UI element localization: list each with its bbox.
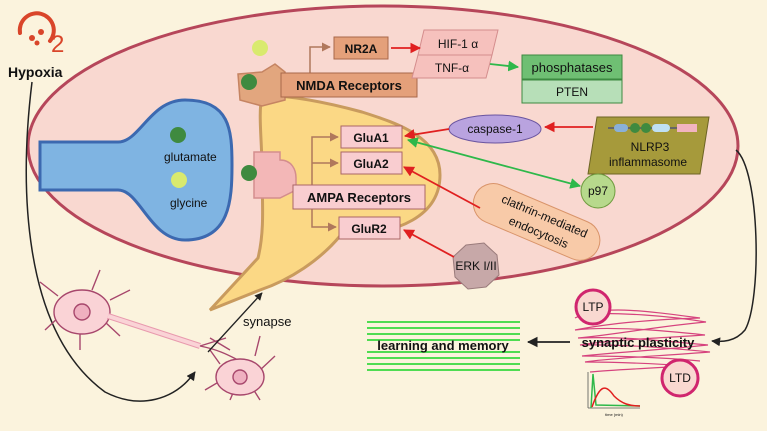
ltd-circle: [660, 358, 700, 398]
learning-label: learning and memory: [377, 338, 509, 353]
nmda-label: NMDA Receptors: [296, 78, 402, 93]
hypoxia-icon: 2: [17, 11, 64, 58]
ltp-label: LTP: [582, 300, 603, 314]
synapse-pointer: [207, 292, 263, 353]
glutamate-dot: [170, 127, 186, 143]
erk-octagon: [452, 242, 500, 290]
neuron-illustration: [39, 269, 276, 401]
hif-label: HIF-1 α: [438, 37, 478, 51]
glua2-label: GluA2: [353, 157, 389, 171]
caspase-label: caspase-1: [467, 122, 523, 136]
hypoxia-connector: [25, 81, 196, 402]
clathrin-shape: [472, 183, 601, 261]
nmda-connectors: [309, 42, 331, 73]
tnf-box: [411, 54, 493, 79]
glycine-site-dot: [252, 40, 268, 56]
ltd-label: LTD: [669, 371, 691, 385]
erk-label: ERK I/II: [455, 259, 496, 273]
pten-label: PTEN: [556, 85, 588, 99]
synapse-label: synapse: [243, 314, 291, 329]
plasticity-connector: [711, 149, 757, 347]
green-arrows: [406, 60, 582, 189]
tnf-label: TNF-α: [435, 61, 469, 75]
ampa-glutamate-dot: [241, 165, 257, 181]
p97-circle: [580, 173, 616, 209]
ltp-circle: [574, 288, 612, 326]
phosphatases-label: phosphatases: [532, 60, 613, 75]
glur2-label: GluR2: [351, 222, 387, 236]
glua2-box: [340, 151, 403, 175]
plasticity-label: synaptic plasticity: [582, 335, 695, 350]
phosphatases-box: [521, 54, 623, 80]
nlrp3-complex-icon: [608, 123, 697, 133]
ampa-connectors: [311, 132, 339, 232]
ampa-box: [292, 184, 426, 210]
glur2-box: [338, 216, 401, 240]
glycine-label: glycine: [170, 196, 208, 210]
nlrp3-line2: inflammasome: [609, 155, 687, 169]
o2-subscript: 2: [51, 31, 64, 58]
glua1-box: [340, 125, 403, 149]
plasticity-scribble: [574, 309, 711, 373]
nmda-box: [280, 72, 418, 98]
glutamate-label: glutamate: [164, 150, 217, 164]
glutamate-site-dot: [241, 74, 257, 90]
ampa-label: AMPA Receptors: [307, 190, 411, 205]
p97-label: p97: [588, 184, 608, 198]
nr2a-label: NR2A: [345, 42, 378, 56]
glycine-dot: [171, 172, 187, 188]
hypoxia-label: Hypoxia: [8, 64, 63, 80]
glua1-label: GluA1: [353, 131, 389, 145]
nlrp3-line1: NLRP3: [631, 140, 670, 154]
learning-stripes: [367, 321, 520, 371]
nr2a-box: [333, 36, 389, 60]
mini-ltp-graph: time (min): [587, 372, 641, 417]
ampa-receptor-shape: [253, 151, 297, 199]
pten-box: [521, 79, 623, 104]
graph-axis-label: time (min): [605, 412, 623, 417]
